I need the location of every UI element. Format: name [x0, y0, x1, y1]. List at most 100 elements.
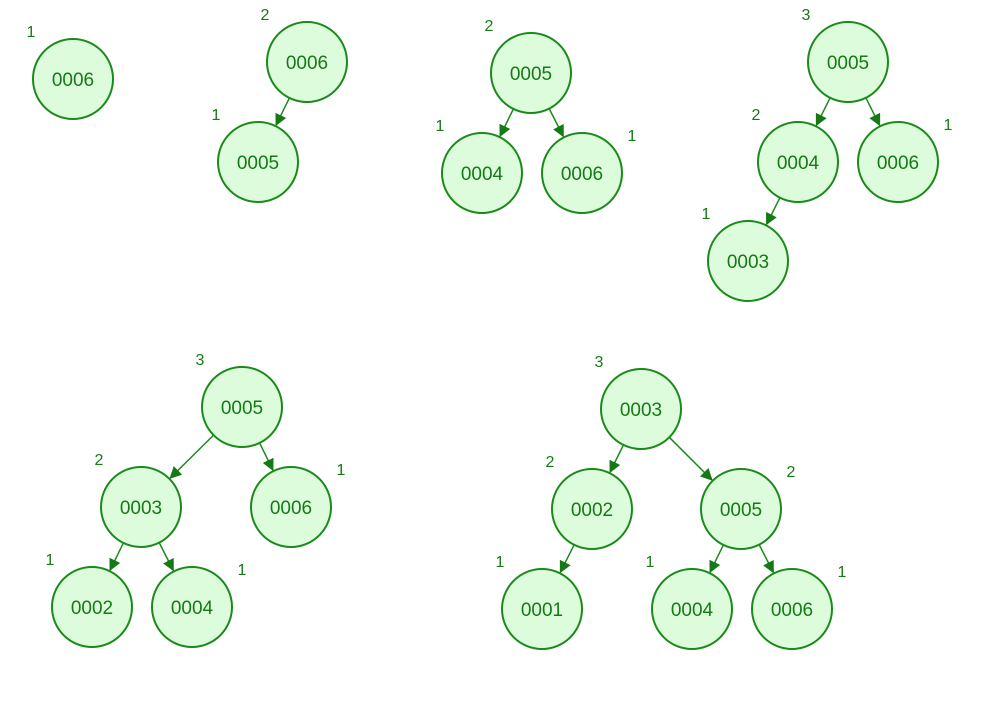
- node-key-label: 0004: [777, 153, 820, 174]
- node-circle: [757, 121, 839, 203]
- tree-node: 0005 2: [700, 464, 796, 550]
- edge-arrow: [275, 97, 291, 127]
- node-key-label: 0006: [286, 53, 328, 74]
- node-height-label: 3: [802, 7, 811, 24]
- node-height-label: 2: [95, 452, 104, 469]
- node-height-label: 1: [496, 554, 505, 571]
- node-height-label: 1: [212, 107, 221, 124]
- node-circle: [51, 566, 133, 648]
- edge-arrow: [758, 544, 775, 574]
- node-height-label: 2: [546, 454, 555, 471]
- edge-arrow: [865, 97, 881, 127]
- tree-node: 0001 1: [496, 554, 583, 650]
- node-height-label: 2: [485, 18, 494, 35]
- node-circle: [201, 366, 283, 448]
- node-circle: [266, 21, 348, 103]
- tree-1: 0006 1: [27, 24, 114, 120]
- node-height-label: 2: [787, 464, 796, 481]
- node-height-label: 1: [628, 128, 637, 145]
- node-key-label: 0001: [521, 600, 563, 621]
- edge-arrow: [765, 197, 781, 226]
- node-key-label: 0005: [237, 153, 279, 174]
- node-height-label: 2: [752, 107, 761, 124]
- node-key-label: 0006: [561, 164, 603, 185]
- edge-arrow: [169, 434, 215, 479]
- node-key-label: 0002: [571, 500, 613, 521]
- node-circle: [490, 32, 572, 114]
- node-key-label: 0004: [461, 164, 504, 185]
- node-key-label: 0006: [270, 498, 312, 519]
- node-key-label: 0005: [510, 64, 552, 85]
- edge-arrow: [609, 444, 625, 474]
- node-height-label: 1: [702, 206, 711, 223]
- node-height-label: 1: [238, 562, 247, 579]
- tree-node: 0003 2: [95, 452, 182, 548]
- node-key-label: 0003: [727, 252, 769, 273]
- tree-node: 0006 1: [541, 128, 637, 214]
- node-circle: [441, 132, 523, 214]
- edge-arrow: [548, 108, 565, 138]
- node-height-label: 1: [646, 554, 655, 571]
- edge-arrow: [258, 442, 274, 472]
- node-height-label: 3: [196, 352, 205, 369]
- edge-arrow: [158, 542, 175, 572]
- node-height-label: 1: [436, 118, 445, 135]
- tree-node: 0004 2: [752, 107, 839, 203]
- node-circle: [751, 568, 833, 650]
- edge-arrow: [709, 544, 725, 574]
- node-key-label: 0005: [720, 500, 762, 521]
- node-height-label: 1: [46, 552, 55, 569]
- tree-node: 0004 1: [151, 562, 247, 648]
- node-circle: [707, 220, 789, 302]
- node-key-label: 0004: [671, 600, 714, 621]
- node-circle: [32, 38, 114, 120]
- tree-node: 0002 2: [546, 454, 633, 550]
- tree-2: 0006 2 0005 1: [212, 7, 348, 203]
- node-key-label: 0006: [52, 70, 94, 91]
- edge-arrow: [109, 542, 125, 572]
- node-height-label: 2: [261, 7, 270, 24]
- node-key-label: 0006: [771, 600, 813, 621]
- node-circle: [857, 121, 939, 203]
- node-key-label: 0005: [827, 53, 869, 74]
- tree-node: 0006 1: [751, 564, 847, 650]
- edge-arrow: [815, 97, 831, 127]
- node-circle: [551, 468, 633, 550]
- tree-node: 0004 1: [436, 118, 523, 214]
- node-circle: [217, 121, 299, 203]
- node-key-label: 0003: [120, 498, 162, 519]
- tree-3: 0005 2 0004 1 0006 1: [436, 18, 637, 214]
- node-circle: [541, 132, 623, 214]
- tree-node: 0003 1: [702, 206, 789, 302]
- node-circle: [250, 466, 332, 548]
- tree-node: 0002 1: [46, 552, 133, 648]
- node-key-label: 0004: [171, 598, 214, 619]
- node-circle: [651, 568, 733, 650]
- tree-node: 0006 1: [27, 24, 114, 120]
- tree-node: 0004 1: [646, 554, 733, 650]
- node-height-label: 3: [595, 354, 604, 371]
- edges-layer: [109, 97, 881, 574]
- tree-node: 0005 3: [802, 7, 889, 103]
- tree-node: 0006 2: [261, 7, 348, 103]
- node-height-label: 1: [337, 462, 346, 479]
- tree-node: 0005 2: [485, 18, 572, 114]
- edge-arrow: [668, 436, 713, 481]
- node-height-label: 1: [838, 564, 847, 581]
- node-height-label: 1: [944, 117, 953, 134]
- node-circle: [600, 368, 682, 450]
- tree-node: 0006 1: [250, 462, 346, 548]
- edge-arrow: [559, 544, 575, 574]
- nodes-layer: 0006100062000510005200041000610005300042…: [27, 7, 953, 650]
- node-height-label: 1: [27, 24, 36, 41]
- edge-arrow: [499, 108, 515, 138]
- node-circle: [700, 468, 782, 550]
- node-key-label: 0002: [71, 598, 113, 619]
